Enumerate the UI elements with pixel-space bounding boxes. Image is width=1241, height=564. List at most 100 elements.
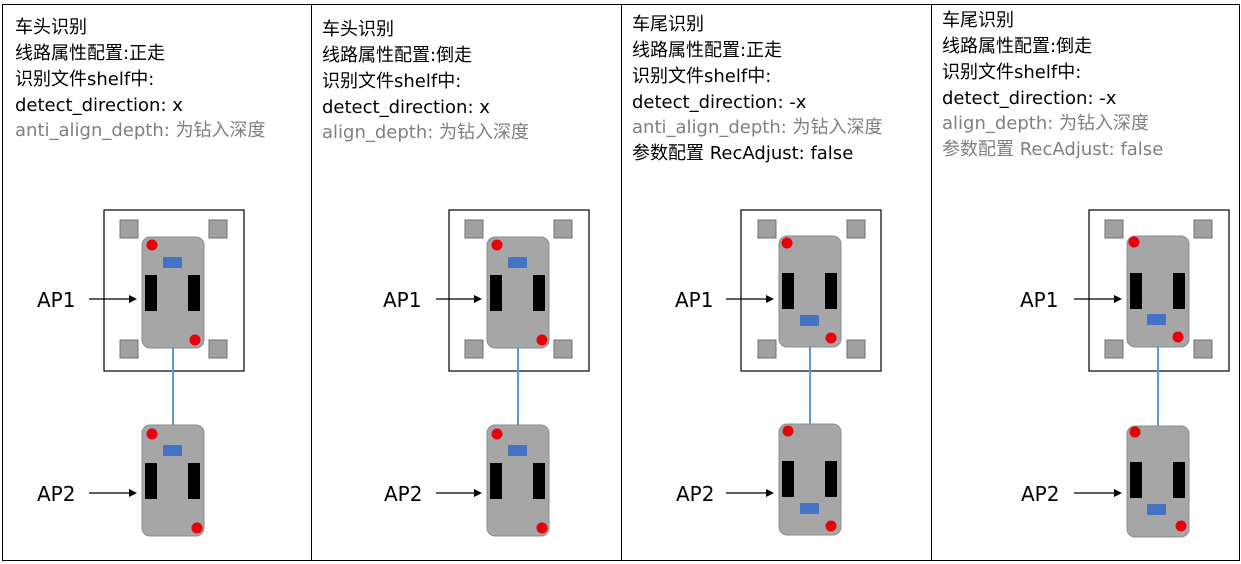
red-marker <box>189 334 201 346</box>
shelf-leg-top-right <box>208 219 228 239</box>
wheel-right <box>1173 462 1185 498</box>
ap1-label: AP1 <box>1020 288 1058 312</box>
red-marker <box>191 522 203 534</box>
wheel-right <box>825 273 837 309</box>
red-marker <box>1175 520 1187 532</box>
panel-1-line-4: detect_direction: x <box>15 95 183 116</box>
panel-4-robot-ap2 <box>1126 425 1190 538</box>
wheel-right <box>1173 273 1185 309</box>
red-marker <box>781 237 793 249</box>
red-marker <box>146 239 158 251</box>
shelf-leg-top-left <box>1104 219 1124 239</box>
wheel-left <box>145 275 157 311</box>
panel-3-line-2: 线路属性配置:正走 <box>632 40 783 61</box>
wheel-right <box>825 461 837 497</box>
panel-3-line-5: anti_align_depth: 为钻入深度 <box>632 117 883 138</box>
panel-2-arrow-ap1 <box>436 295 482 303</box>
shelf-leg-bottom-left <box>1104 339 1124 359</box>
panel-1-line-2: 线路属性配置:正走 <box>15 43 166 64</box>
blue-direction-marker <box>508 445 527 456</box>
panel-3-arrow-ap1 <box>726 295 774 303</box>
panel-4-line-6: 参数配置 RecAdjust: false <box>942 139 1164 160</box>
ap2-label: AP2 <box>37 482 75 506</box>
panel-4-arrow-ap1 <box>1074 295 1122 303</box>
panel-3-robot-ap1 <box>778 235 842 348</box>
wheel-right <box>533 463 545 499</box>
shelf-leg-bottom-right <box>553 339 573 359</box>
wheel-left <box>1130 273 1142 309</box>
panel-3-line-3: 识别文件shelf中: <box>632 66 772 87</box>
panel-1-shelf <box>103 209 245 372</box>
panel-4-robot-ap1 <box>1126 235 1190 348</box>
panel-3-line-1: 车尾识别 <box>632 14 704 35</box>
blue-direction-marker <box>508 257 527 268</box>
red-marker <box>1172 331 1184 343</box>
blue-direction-marker <box>800 503 819 514</box>
panel-4-line-2: 线路属性配置:倒走 <box>942 36 1093 57</box>
ap1-label: AP1 <box>675 288 713 312</box>
panel-1: 车头识别 线路属性配置:正走 识别文件shelf中: detect_direct… <box>2 4 312 561</box>
panel-4-shelf <box>1088 209 1230 372</box>
red-marker <box>536 334 548 346</box>
red-marker <box>1128 236 1140 248</box>
panel-3: 车尾识别 线路属性配置:正走 识别文件shelf中: detect_direct… <box>621 4 932 561</box>
panel-3-text: 车尾识别 线路属性配置:正走 识别文件shelf中: detect_direct… <box>622 5 931 164</box>
shelf-leg-bottom-right <box>846 339 866 359</box>
blue-direction-marker <box>1147 504 1166 515</box>
panel-4-arrow-ap2 <box>1074 489 1122 497</box>
panel-1-text: 车头识别 线路属性配置:正走 识别文件shelf中: detect_direct… <box>3 5 311 155</box>
red-marker <box>146 428 158 440</box>
panel-2-line-3: 识别文件shelf中: <box>322 71 462 92</box>
ap1-label: AP1 <box>383 288 421 312</box>
shelf-leg-top-right <box>846 219 866 239</box>
panel-2-shelf <box>448 209 590 372</box>
shelf-leg-top-right <box>553 219 573 239</box>
panel-1-line-1: 车头识别 <box>15 17 87 38</box>
panel-1-diagram: AP1 AP2 <box>37 209 245 537</box>
panel-4: 车尾识别 线路属性配置:倒走 识别文件shelf中: detect_direct… <box>931 4 1240 561</box>
panel-3-arrow-ap2 <box>726 489 774 497</box>
panel-4-line-1: 车尾识别 <box>942 10 1014 31</box>
red-marker <box>825 520 837 532</box>
panel-4-line-4: detect_direction: -x <box>942 88 1117 109</box>
red-marker <box>825 332 837 344</box>
panel-4-text: 车尾识别 线路属性配置:倒走 识别文件shelf中: detect_direct… <box>932 5 1239 160</box>
wheel-left <box>490 275 502 311</box>
wheel-left <box>490 463 502 499</box>
wheel-right <box>188 275 200 311</box>
panel-2: 车头识别 线路属性配置:倒走 识别文件shelf中: detect_direct… <box>311 4 622 561</box>
panel-2-text: 车头识别 线路属性配置:倒走 识别文件shelf中: detect_direct… <box>312 5 621 155</box>
wheel-right <box>533 275 545 311</box>
panel-2-diagram: AP1 AP2 <box>383 209 590 537</box>
panel-2-line-1: 车头识别 <box>322 19 394 40</box>
ap1-label: AP1 <box>37 288 75 312</box>
ap2-label: AP2 <box>384 482 422 506</box>
blue-direction-marker <box>1147 314 1166 325</box>
panel-1-robot-ap1 <box>141 236 205 349</box>
blue-direction-marker <box>800 315 819 326</box>
panel-1-line-5: anti_align_depth: 为钻入深度 <box>15 120 266 141</box>
red-marker <box>1129 426 1141 438</box>
panel-3-line-4: detect_direction: -x <box>632 92 807 113</box>
panel-1-arrow-ap1 <box>89 295 137 303</box>
ap2-label: AP2 <box>1021 482 1059 506</box>
panel-1-arrow-ap2 <box>89 489 137 497</box>
shelf-leg-top-left <box>757 219 777 239</box>
panel-2-line-5: align_depth: 为钻入深度 <box>322 122 530 143</box>
panel-4-diagram: AP1 AP2 <box>1020 209 1230 538</box>
wheel-left <box>782 461 794 497</box>
panel-1-line-3: 识别文件shelf中: <box>15 69 155 90</box>
panel-2-line-4: detect_direction: x <box>322 97 490 118</box>
panel-2-line-2: 线路属性配置:倒走 <box>322 45 473 66</box>
red-marker <box>782 425 794 437</box>
panel-1-robot-ap2 <box>141 424 205 537</box>
panel-3-line-6: 参数配置 RecAdjust: false <box>632 143 854 164</box>
shelf-leg-top-left <box>464 219 484 239</box>
panel-4-line-3: 识别文件shelf中: <box>942 62 1082 83</box>
wheel-left <box>782 273 794 309</box>
red-marker <box>491 428 503 440</box>
panel-3-diagram: AP1 AP2 <box>675 209 882 536</box>
wheel-left <box>1130 462 1142 498</box>
wheel-right <box>188 463 200 499</box>
panel-2-robot-ap2 <box>486 424 550 537</box>
